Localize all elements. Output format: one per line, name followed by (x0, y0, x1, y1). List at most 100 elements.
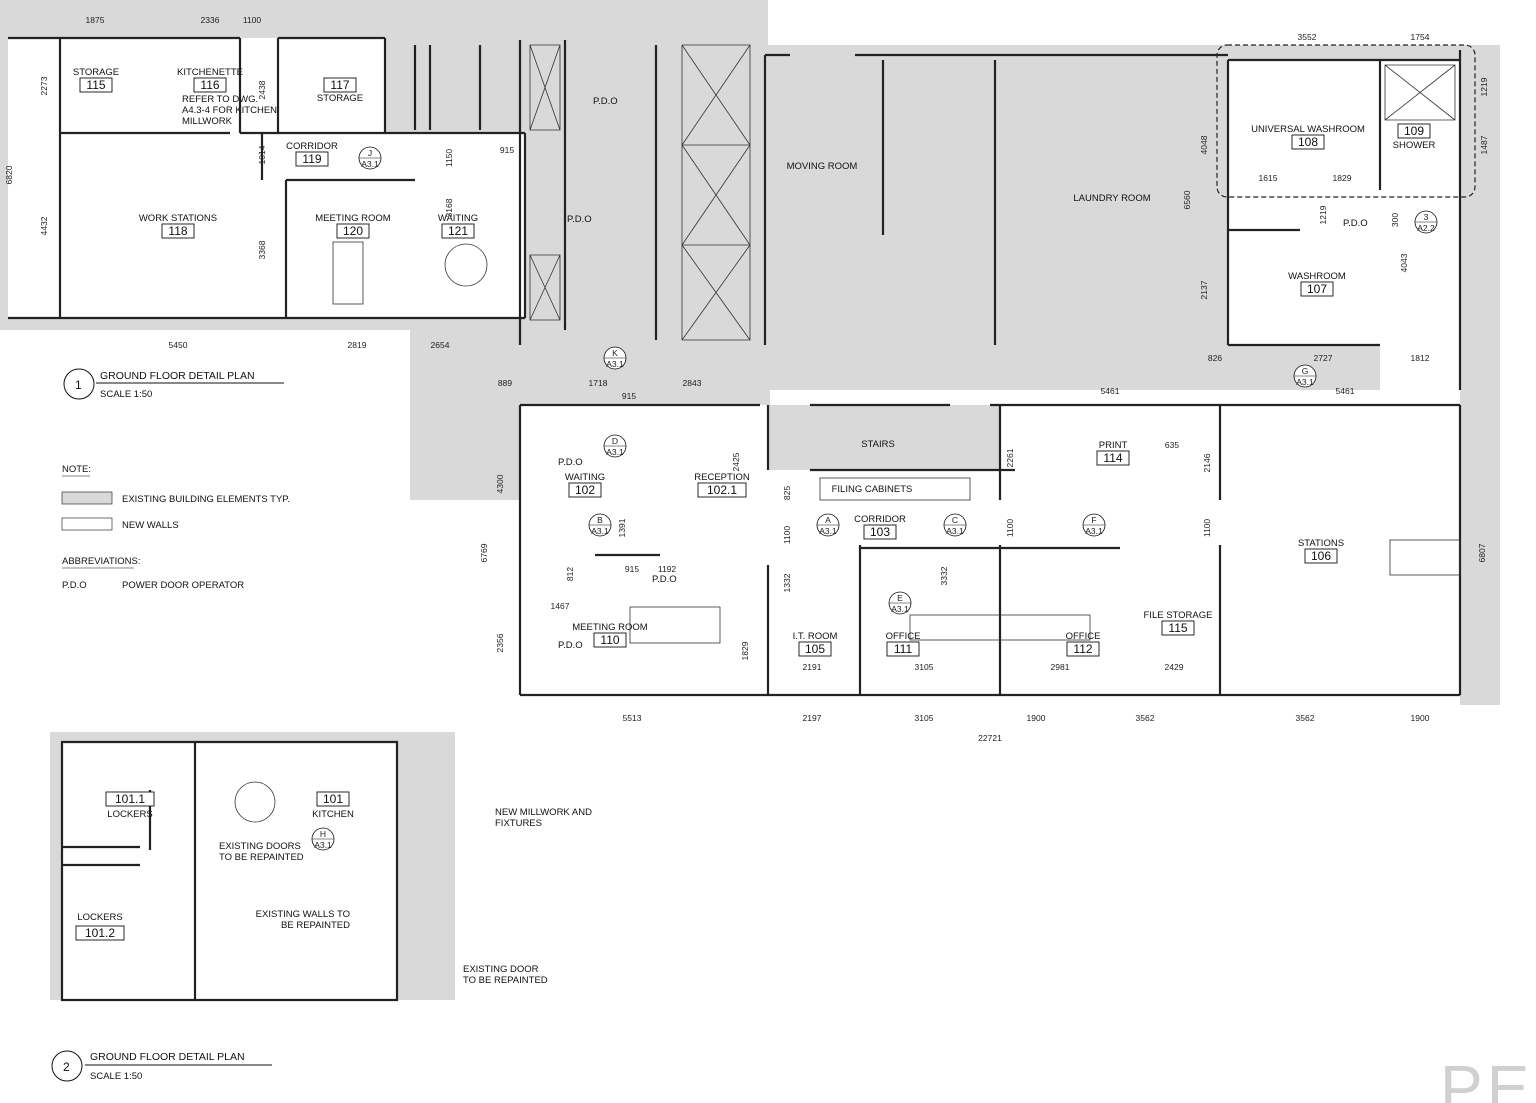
dimension-label: 2843 (683, 378, 702, 388)
room-number: 102.1 (707, 483, 737, 497)
section-marker-sheet: A3.1 (1085, 526, 1103, 536)
dimension-label: 1467 (551, 601, 570, 611)
room-number: 115 (86, 78, 105, 92)
plan2-title-number: 2 (63, 1060, 70, 1074)
room-number-box (336, 223, 370, 239)
dimension-label: 4043 (1399, 253, 1409, 272)
section-marker-id: F (1091, 515, 1096, 525)
plan2-note: EXISTING DOOR (463, 964, 539, 975)
plan2-note: EXISTING DOORS (219, 841, 301, 852)
dimension-label: 6560 (1182, 190, 1192, 209)
kitchen-note: MILLWORK (182, 116, 233, 127)
dimension-label: 812 (565, 567, 575, 581)
room-name: CORRIDOR (286, 141, 338, 152)
room-name: WAITING (438, 213, 478, 224)
dimension-label: 1900 (1411, 713, 1430, 723)
dimension-label: 5461 (1336, 386, 1355, 396)
room-number-box (193, 77, 227, 93)
dimension-label: 3562 (1296, 713, 1315, 723)
plan2-note: TO BE REPAINTED (219, 852, 304, 863)
pdo-label: P.D.O (593, 96, 618, 107)
dimension-label: 2356 (495, 633, 505, 652)
space-label: LAUNDRY ROOM (1073, 193, 1150, 204)
dimension-label: 5461 (1101, 386, 1120, 396)
existing-swatch (61, 491, 113, 505)
room-number: 110 (600, 633, 619, 647)
dimension-label: 826 (1208, 353, 1222, 363)
dimension-label: 889 (498, 378, 512, 388)
room-number: 121 (448, 224, 468, 238)
plan2-note: BE REPAINTED (281, 920, 350, 931)
section-marker-id: B (597, 515, 603, 525)
dimension-label: 2261 (1005, 448, 1015, 467)
dimension-label: 2425 (731, 452, 741, 471)
dimension-label: 3168 (444, 198, 454, 217)
dimension-label: 1829 (1333, 173, 1352, 183)
legend-existing: EXISTING BUILDING ELEMENTS TYP. (122, 494, 290, 505)
dimension-label: 1219 (1318, 205, 1328, 224)
section-marker-id: 3 (1424, 212, 1429, 222)
pdo-label: P.D.O (652, 574, 677, 585)
room-number-box (75, 925, 125, 941)
plan2-scale: SCALE 1:50 (90, 1071, 142, 1082)
room-number-box (568, 482, 602, 498)
dimension-label: 1391 (617, 518, 627, 537)
dimension-label: 1487 (1479, 135, 1489, 154)
section-marker-sheet: A3.1 (361, 159, 379, 169)
dimension-label: 2197 (803, 713, 822, 723)
dimension-label: 3552 (1298, 32, 1317, 42)
room-name: RECEPTION (694, 472, 750, 483)
room-name: SHOWER (1393, 140, 1436, 151)
section-marker-id: K (612, 348, 618, 358)
abbr-heading: ABBREVIATIONS: (62, 556, 140, 567)
plan2-note: FIXTURES (495, 818, 542, 829)
dimension-label: 1014 (257, 145, 267, 164)
plan2-note: TO BE REPAINTED (463, 975, 548, 986)
plan2-title: GROUND FLOOR DETAIL PLAN (90, 1051, 245, 1063)
dimension-label: 6820 (4, 165, 14, 184)
dimension-label: 4300 (495, 474, 505, 493)
room-number: 101.1 (115, 792, 145, 806)
dimension-label: 2273 (39, 76, 49, 95)
section-marker-sheet: A3.1 (591, 526, 609, 536)
dimension-label: 1900 (1027, 713, 1046, 723)
note-heading: NOTE: (62, 464, 91, 475)
room-number: 115 (1168, 621, 1187, 635)
room-number: 101 (323, 792, 343, 806)
room-number-box (323, 77, 357, 93)
room-name: CORRIDOR (854, 514, 906, 525)
room-name: LOCKERS (107, 809, 152, 820)
room-number: 103 (870, 525, 890, 539)
room-name: WASHROOM (1288, 271, 1346, 282)
room-number-box (316, 791, 350, 807)
room-name: UNIVERSAL WASHROOM (1251, 124, 1365, 135)
dimension-label: 1615 (1259, 173, 1278, 183)
room-number-box (295, 151, 329, 167)
dimension-label: 1829 (740, 641, 750, 660)
plan2-note: NEW MILLWORK AND (495, 807, 592, 818)
dimension-label: 635 (1165, 440, 1179, 450)
section-marker-id: E (897, 593, 903, 603)
abbr-value: POWER DOOR OPERATOR (122, 580, 244, 591)
dimension-label: 1150 (444, 149, 454, 168)
room-name: STATIONS (1298, 538, 1344, 549)
dimension-label: 1754 (1411, 32, 1430, 42)
dimension-label: 1219 (1479, 77, 1489, 96)
room-number-box (1291, 134, 1325, 150)
section-marker-sheet: A2.2 (1417, 223, 1435, 233)
room-number-box (1066, 641, 1100, 657)
room-name: PRINT (1099, 440, 1128, 451)
legend: 1 GROUND FLOOR DETAIL PLAN SCALE 1:50 NO… (51, 368, 1536, 1103)
dimension-label: 1100 (1005, 519, 1015, 538)
room-number-box (1096, 450, 1130, 466)
room-number-box (79, 77, 113, 93)
room-number: 120 (343, 224, 363, 238)
room-number: 101.2 (85, 926, 115, 940)
dimension-label: 22721 (978, 733, 1002, 743)
room-name: OFFICE (886, 631, 921, 642)
dimension-label: 1718 (589, 378, 608, 388)
dimension-label: 1100 (782, 526, 792, 545)
dimension-label: 1192 (658, 564, 677, 574)
section-marker-sheet: A3.1 (606, 447, 624, 457)
